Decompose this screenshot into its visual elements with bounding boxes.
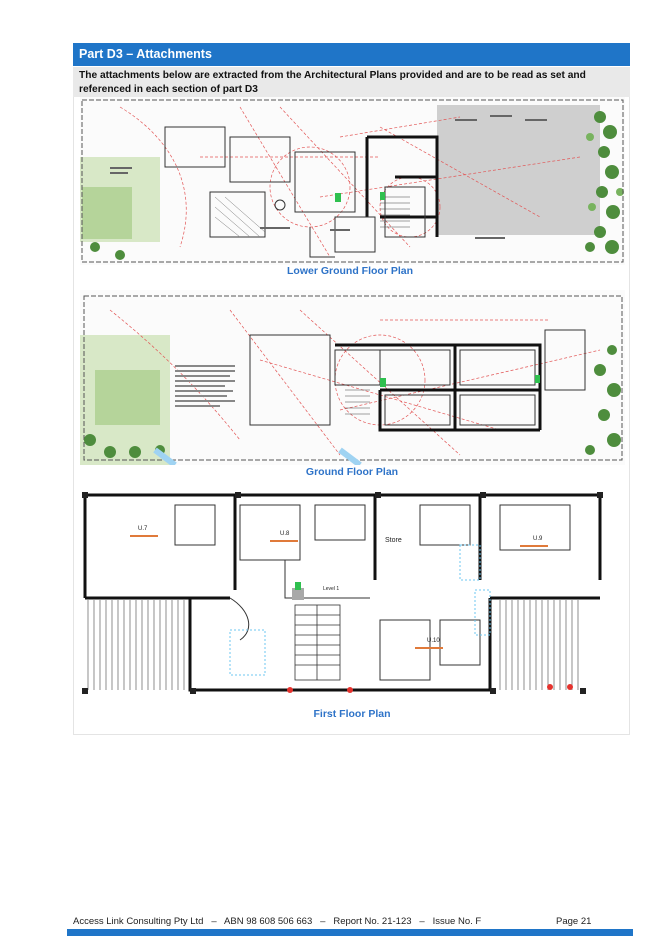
lower-ground-floor-plan-caption: Lower Ground Floor Plan [287,265,413,277]
store-label: Store [385,537,402,544]
unit-9-label: U.9 [533,536,543,542]
ground-floor-plan-image [80,290,625,465]
section-header: Part D3 – Attachments [73,43,630,66]
page-number: Page 21 [556,916,592,927]
footer-bar [67,929,633,936]
level-label: Level 1 [323,586,339,592]
ground-floor-plan-caption: Ground Floor Plan [305,466,399,478]
intro-text: The attachments below are extracted from… [73,67,627,98]
unit-7-label: U.7 [138,526,148,532]
first-floor-plan-image: U.7 U.8 Store U.9 Level 1 U.10 [80,490,615,705]
unit-10-label: U.10 [427,638,440,644]
section-title: Part D3 – Attachments [79,47,212,61]
first-floor-plan-caption: First Floor Plan [313,708,391,720]
footer-text: Access Link Consulting Pty Ltd – ABN 98 … [73,916,482,927]
unit-8-label: U.8 [280,531,290,537]
lower-ground-floor-plan-image [80,97,625,265]
